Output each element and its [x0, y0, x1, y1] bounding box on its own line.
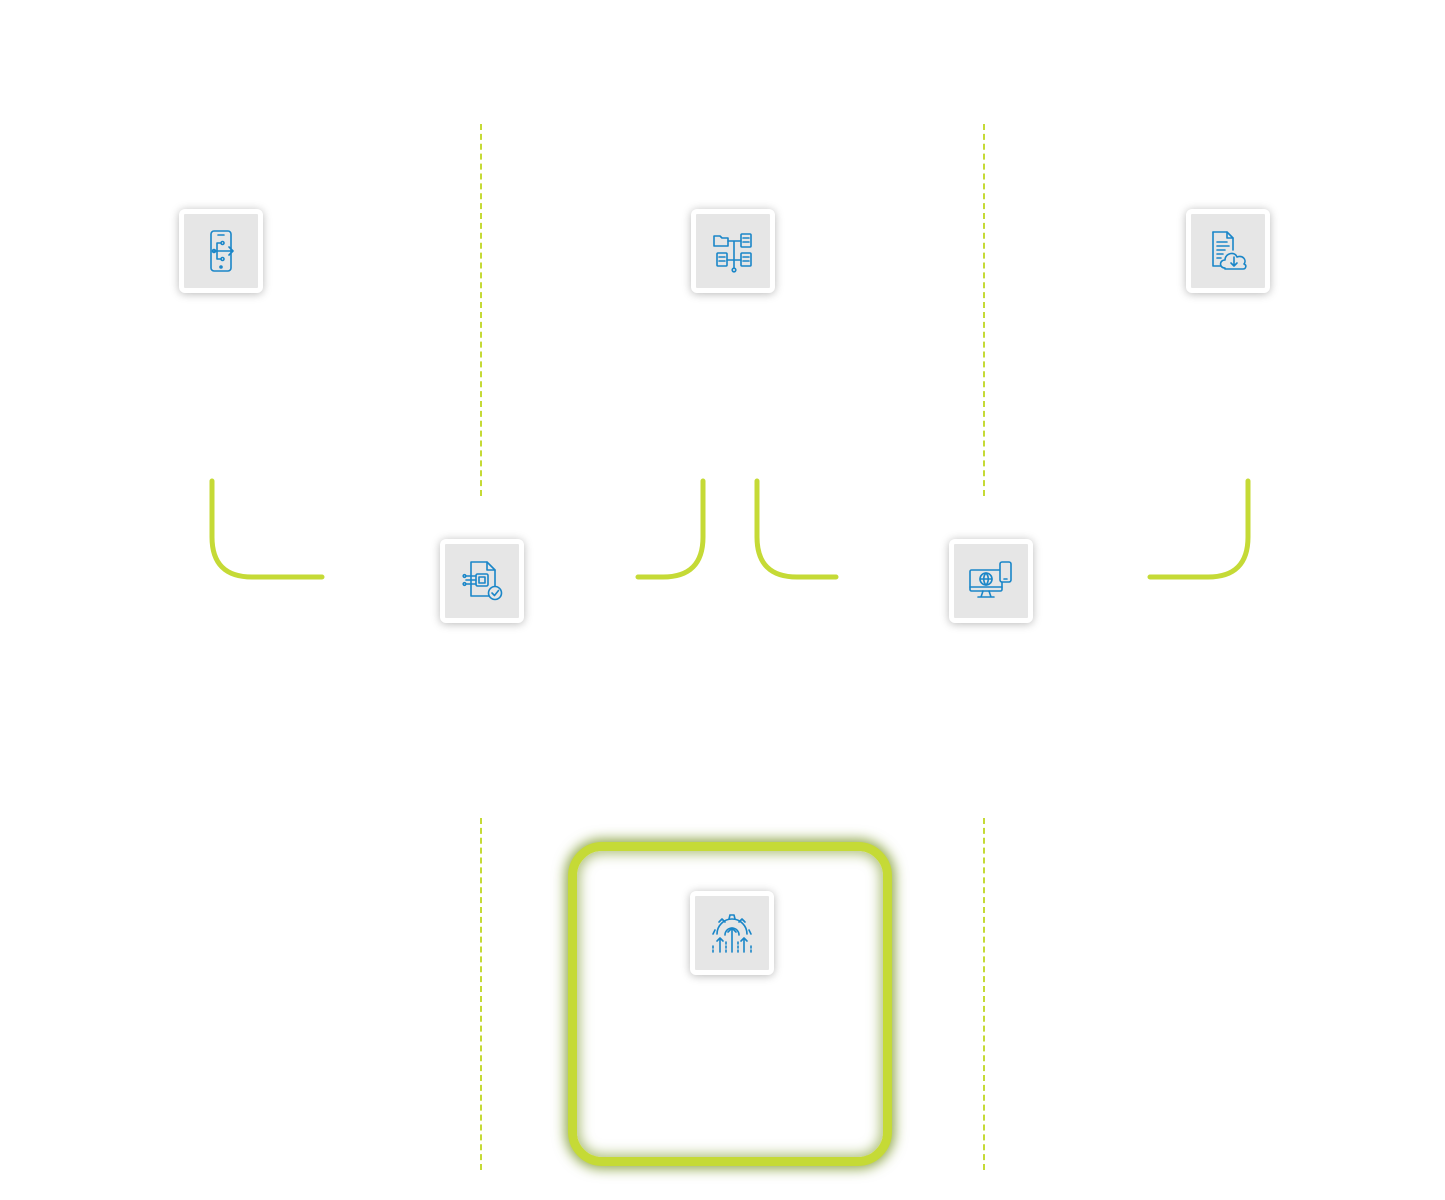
node-2-tile — [440, 539, 524, 623]
document-cloud-download-icon — [1212, 231, 1247, 270]
connector-curve-2 — [635, 478, 706, 580]
divider-dashed-left-top — [480, 124, 482, 496]
monitor-globe-device-icon — [969, 561, 1012, 598]
node-1-label — [101, 330, 341, 331]
node-6-tile — [690, 891, 774, 975]
folder-hierarchy-icon — [713, 233, 752, 273]
node-4-tile — [949, 539, 1033, 623]
node-4-label — [871, 660, 1111, 661]
connector-curve-4 — [1147, 478, 1251, 580]
document-chip-check-icon — [462, 561, 503, 601]
node-3-tile — [691, 209, 775, 293]
divider-dashed-right-top — [983, 124, 985, 496]
divider-dashed-left-bottom — [480, 818, 482, 1170]
connector-curve-1 — [209, 478, 325, 580]
divider-dashed-right-bottom — [983, 818, 985, 1170]
node-5-label — [1108, 330, 1348, 331]
connector-curve-3 — [754, 478, 839, 580]
node-2-label — [362, 660, 602, 661]
gear-growth-arrows-icon — [712, 914, 752, 953]
smartphone-circuit-icon — [210, 230, 234, 272]
node-5-tile — [1186, 209, 1270, 293]
node-3-label — [613, 330, 853, 331]
node-6-label — [610, 1010, 850, 1011]
node-1-tile — [179, 209, 263, 293]
